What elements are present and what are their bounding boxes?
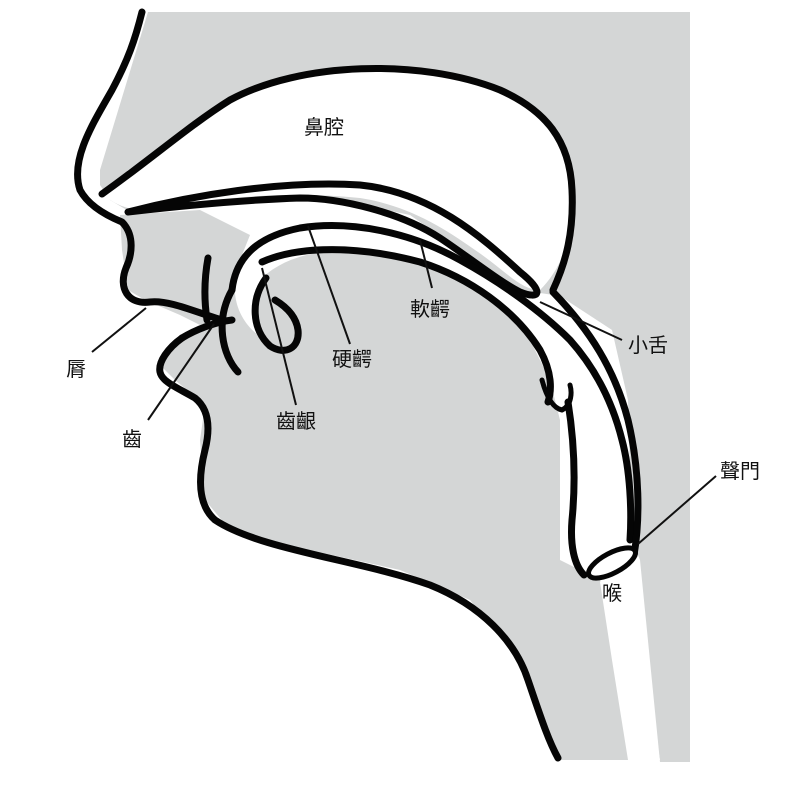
leader-soft-palate	[419, 239, 433, 289]
label-larynx: 喉	[602, 581, 622, 605]
upper-lip-tissue	[120, 210, 250, 325]
leader-hard-palate	[307, 225, 351, 345]
glottis-ring	[586, 545, 638, 581]
leader-lips	[91, 307, 147, 353]
label-hard-palate: 硬齶	[332, 347, 372, 371]
nasal-cavity-space	[100, 68, 573, 290]
label-alveolar-ridge: 齒齦	[276, 409, 316, 433]
tongue-outline	[218, 246, 588, 579]
label-teeth: 齒	[122, 427, 142, 451]
label-glottis: 聲門	[720, 459, 760, 483]
palate-outline	[228, 222, 635, 544]
tongue-back-bump	[539, 377, 574, 413]
lower-tooth-outline	[178, 316, 236, 342]
label-soft-palate: 軟齶	[410, 297, 450, 321]
nasal-floor-outline	[98, 65, 576, 299]
larynx-tube-space	[600, 560, 660, 760]
leader-glottis	[637, 475, 717, 545]
jaw-neck-tissue	[160, 250, 640, 760]
face-profile-outline	[74, 8, 562, 762]
leader-uvula	[539, 301, 623, 341]
leader-teeth	[147, 323, 215, 421]
leader-alveolar	[261, 267, 297, 406]
pharynx-wall-outline	[549, 288, 642, 559]
oral-cavity-space	[234, 222, 629, 574]
label-nasal-cavity: 鼻腔	[304, 115, 344, 139]
label-lips: 脣	[66, 357, 86, 381]
label-uvula: 小舌	[628, 333, 668, 357]
upper-tooth-outline	[201, 254, 212, 324]
